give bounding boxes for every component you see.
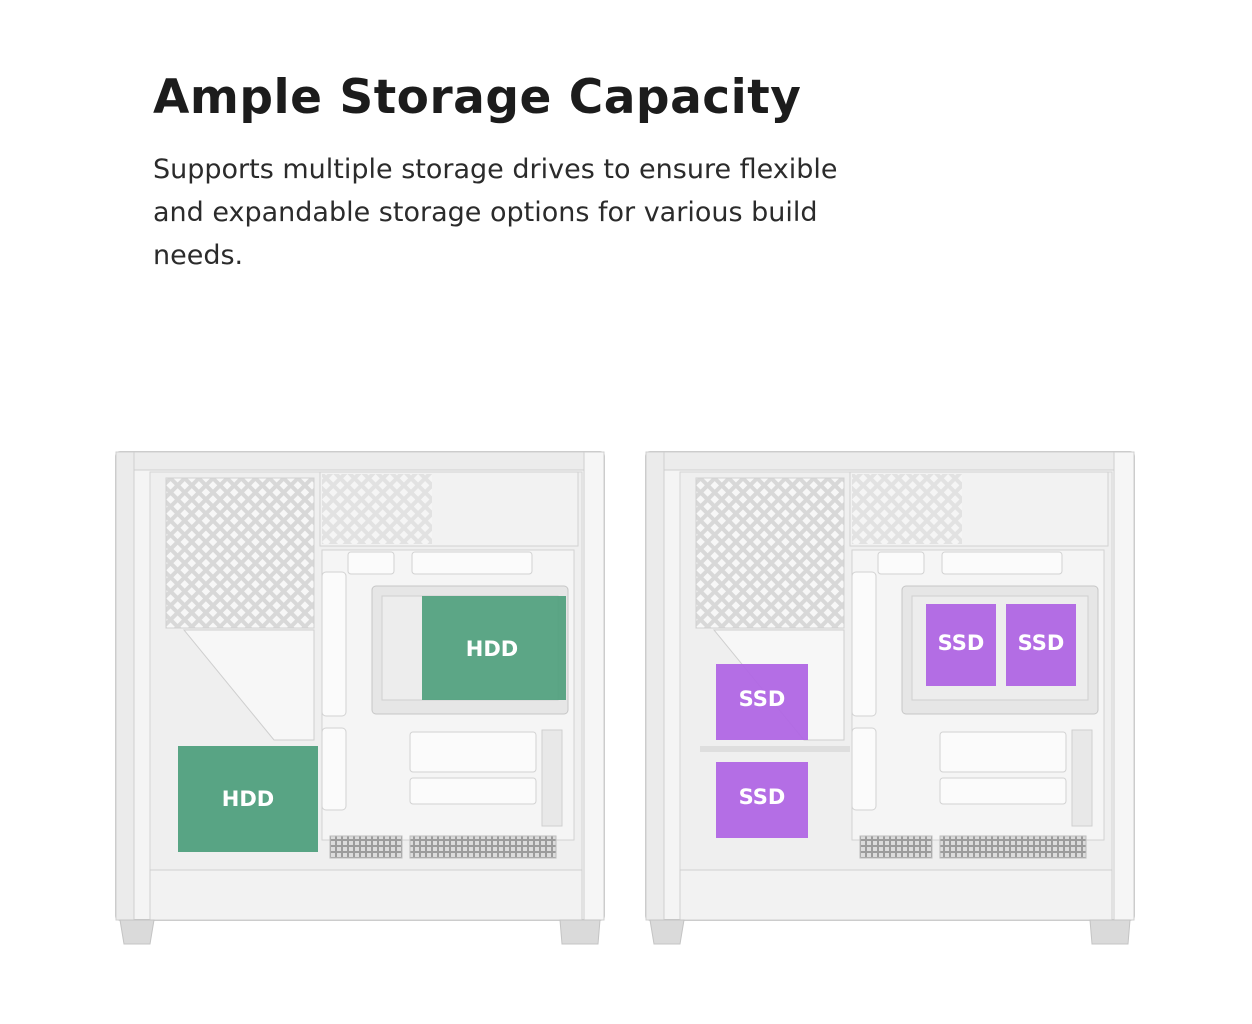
- ssd-highlight-front-lower: SSD: [716, 762, 808, 838]
- ssd-highlight-cage-right: SSD: [1006, 604, 1076, 686]
- ssd-label-cage-right: SSD: [1018, 631, 1065, 655]
- hdd-highlight-bottom: HDD: [178, 746, 318, 852]
- ssd-label-front-lower: SSD: [739, 785, 786, 809]
- ssd-highlight-front-upper: SSD: [716, 664, 808, 740]
- hdd-label-bottom: HDD: [222, 787, 274, 811]
- hdd-highlight-cage: HDD: [422, 596, 566, 700]
- ssd-label-cage-left: SSD: [938, 631, 985, 655]
- ssd-label-front-upper: SSD: [739, 687, 786, 711]
- pc-case-hdd-view: HDD HDD: [114, 450, 606, 946]
- ssd-highlight-cage-left: SSD: [926, 604, 996, 686]
- hdd-label-cage: HDD: [466, 637, 518, 661]
- pc-case-ssd-view: SSD SSD SSD SSD: [644, 450, 1136, 946]
- case-chassis: [645, 451, 1135, 945]
- page-title: Ample Storage Capacity: [153, 70, 802, 125]
- page-description: Supports multiple storage drives to ensu…: [153, 154, 838, 271]
